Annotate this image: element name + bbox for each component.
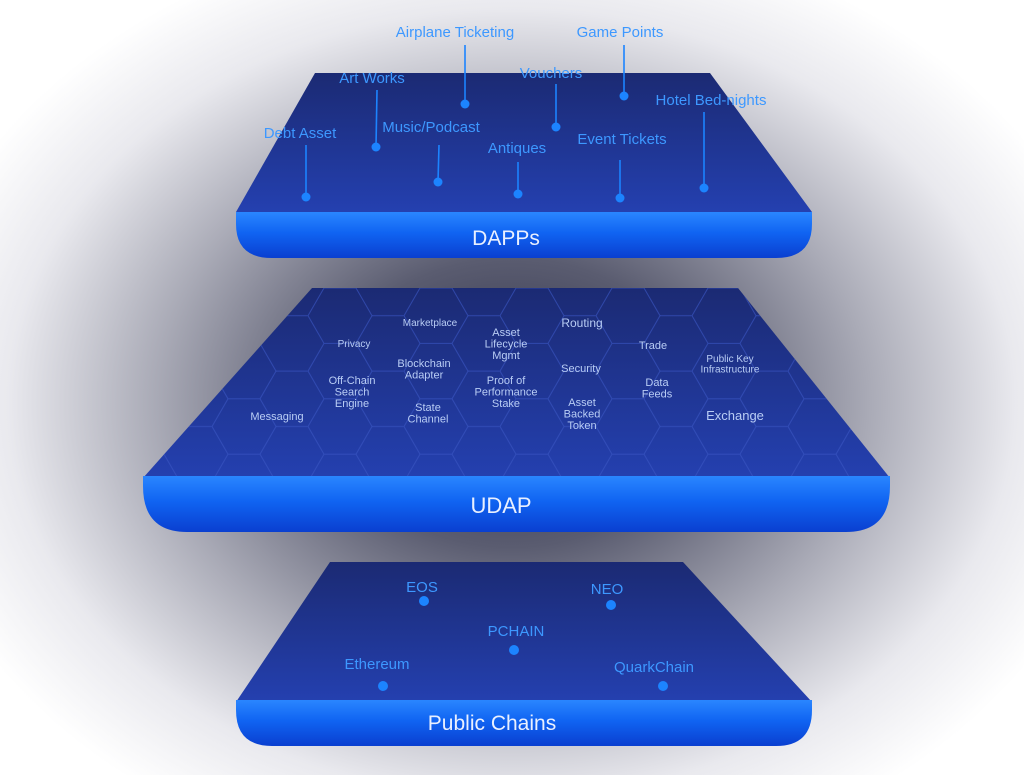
dapp-label: Game Points — [577, 24, 664, 41]
dapp-item: Event Tickets — [577, 131, 667, 203]
chain-node — [658, 681, 668, 691]
dapp-node — [551, 122, 561, 132]
udap-title: UDAP — [470, 493, 531, 518]
dapps-title: DAPPs — [472, 227, 540, 250]
udap-module: Messaging — [250, 411, 303, 423]
udap-module: Security — [561, 363, 601, 375]
chain-node — [378, 681, 388, 691]
dapp-item: Game Points — [577, 24, 664, 101]
dapp-item: Hotel Bed-nights — [656, 92, 767, 193]
chain-item: EOS — [406, 579, 438, 606]
public-chains-tier: Public Chains EOS NEO PCHAIN Ethereum Qu… — [236, 562, 812, 746]
dapp-label: Airplane Ticketing — [396, 24, 514, 41]
udap-deck-band — [143, 476, 890, 532]
dapp-item: Music/Podcast — [382, 119, 481, 187]
chain-item: NEO — [591, 581, 624, 610]
dapp-node — [615, 193, 625, 203]
dapps-deck-band — [236, 212, 812, 258]
dapp-item: Vouchers — [520, 65, 583, 132]
chains-deck-top — [236, 562, 812, 702]
dapp-node — [619, 91, 629, 101]
chain-label: PCHAIN — [488, 623, 545, 640]
chain-label: QuarkChain — [614, 659, 694, 676]
chain-label: EOS — [406, 579, 438, 596]
chains-deck-band — [236, 700, 812, 746]
chain-node — [606, 600, 616, 610]
public-chains-title: Public Chains — [428, 712, 556, 735]
dapp-item: Debt Asset — [264, 125, 337, 202]
dapp-node — [513, 189, 523, 199]
udap-module: Marketplace — [403, 318, 458, 329]
dapp-item: Antiques — [488, 140, 546, 199]
chain-label: Ethereum — [344, 656, 409, 673]
dapp-node — [699, 183, 709, 193]
udap-module: Routing — [561, 316, 602, 330]
udap-module: Exchange — [706, 408, 764, 423]
dapps-deck-top — [236, 73, 812, 212]
chain-node — [509, 645, 519, 655]
udap-hex-grid — [143, 288, 890, 478]
dapp-label: Vouchers — [520, 65, 583, 82]
udap-module: Trade — [639, 340, 667, 352]
dapp-item: Airplane Ticketing — [396, 24, 514, 109]
dapp-node — [460, 99, 470, 109]
dapp-node — [371, 142, 381, 152]
dapp-label: Debt Asset — [264, 125, 337, 142]
chain-item: PCHAIN — [488, 623, 545, 655]
chain-item: QuarkChain — [614, 659, 694, 691]
dapp-label: Art Works — [339, 70, 405, 87]
chain-label: NEO — [591, 581, 624, 598]
dapp-label: Hotel Bed-nights — [656, 92, 767, 109]
chain-node — [419, 596, 429, 606]
dapp-label: Event Tickets — [577, 131, 666, 148]
dapp-node — [433, 177, 443, 187]
chain-item: Ethereum — [344, 656, 410, 691]
dapp-label: Music/Podcast — [382, 119, 480, 136]
dapp-item: Art Works — [339, 70, 405, 152]
udap-module: Privacy — [338, 339, 371, 350]
dapp-label: Antiques — [488, 140, 546, 157]
dapp-node — [301, 192, 311, 202]
dapps-tier: DAPPs Airplane Ticketing Game Points Art… — [236, 24, 812, 258]
